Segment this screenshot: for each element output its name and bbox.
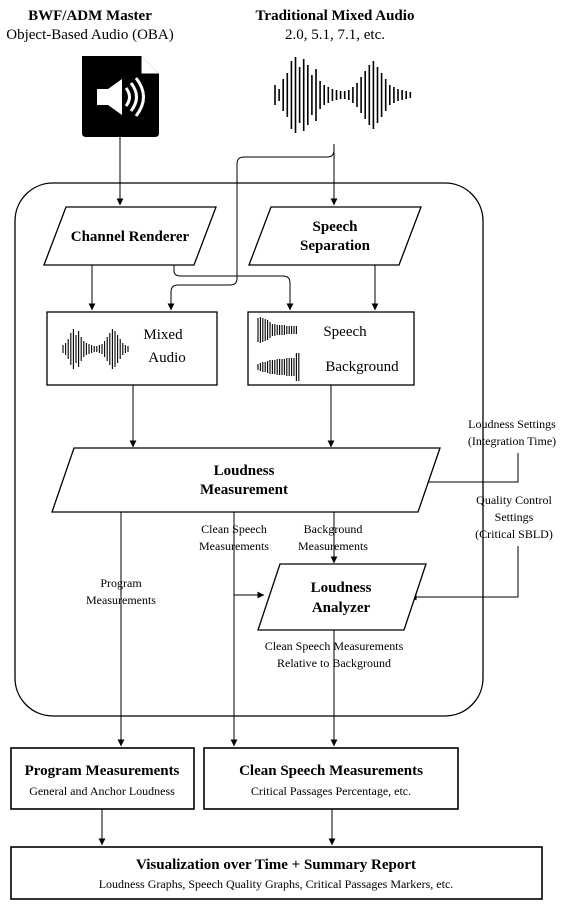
clean-speech-measurements-output: Clean Speech Measurements Critical Passa… [203,747,459,810]
program-edge-label: Program [100,576,142,590]
svg-text:Analyzer: Analyzer [312,600,371,616]
separated-audio-box: Speech Background [247,311,415,386]
quality-settings-detail: (Critical SBLD) [475,527,553,541]
loudness-analyzer-process: Loudness Analyzer [257,563,427,631]
relative-measurements-label: Clean Speech Measurements [265,639,404,653]
traditional-source-title: Traditional Mixed Audio [256,8,415,24]
waveform-icon [62,329,129,369]
loudness-settings-label: Loudness Settings [468,417,556,431]
background-edge-label: Background [304,522,363,536]
svg-text:General and Anchor Loudness: General and Anchor Loudness [29,784,175,798]
waveform-icon [274,57,412,133]
clean-speech-edge-label: Clean Speech [201,522,267,536]
quality-settings-label: Quality Control [476,493,552,507]
program-edge-label-2: Measurements [86,593,156,607]
connectors [88,137,519,846]
background-edge-label-2: Measurements [298,539,368,553]
summary-report-output: Visualization over Time + Summary Report… [10,846,543,900]
svg-text:Visualization over Time + Summ: Visualization over Time + Summary Report [136,857,416,873]
svg-text:Critical Passages Percentage,: Critical Passages Percentage, etc. [251,784,411,798]
svg-text:Separation: Separation [300,238,371,254]
processing-container [14,182,484,717]
relative-measurements-label-2: Relative to Background [277,656,391,670]
svg-text:Speech: Speech [313,219,359,235]
traditional-source-subtitle: 2.0, 5.1, 7.1, etc. [285,27,385,43]
svg-text:Audio: Audio [148,350,186,366]
audio-file-speaker-icon [82,56,159,137]
oba-source-subtitle: Object-Based Audio (OBA) [6,27,173,43]
svg-text:Loudness Graphs, Speech Qualit: Loudness Graphs, Speech Quality Graphs, … [99,877,454,891]
speech-separation-process: Speech Separation [248,206,422,266]
oba-source-title: BWF/ADM Master [28,8,152,24]
svg-text:Measurement: Measurement [200,482,288,498]
svg-text:Loudness: Loudness [311,580,372,596]
svg-text:Loudness: Loudness [214,463,275,479]
svg-text:Speech: Speech [323,324,367,340]
svg-text:Background: Background [325,359,399,375]
channel-renderer-process: Channel Renderer [43,206,217,266]
svg-text:Clean Speech Measurements: Clean Speech Measurements [239,763,423,779]
svg-text:Channel Renderer: Channel Renderer [71,229,190,245]
speech-waveform-icon [257,317,297,343]
svg-text:Mixed: Mixed [143,327,183,343]
loudness-measurement-process: Loudness Measurement [51,447,441,513]
program-measurements-output: Program Measurements General and Anchor … [10,747,195,810]
background-waveform-icon [257,353,300,381]
svg-text:Program Measurements: Program Measurements [25,763,180,779]
mixed-audio-box: Mixed Audio [46,311,218,386]
loudness-settings-detail: (Integration Time) [468,434,556,448]
quality-settings-label-2: Settings [495,510,534,524]
clean-speech-edge-label-2: Measurements [199,539,269,553]
